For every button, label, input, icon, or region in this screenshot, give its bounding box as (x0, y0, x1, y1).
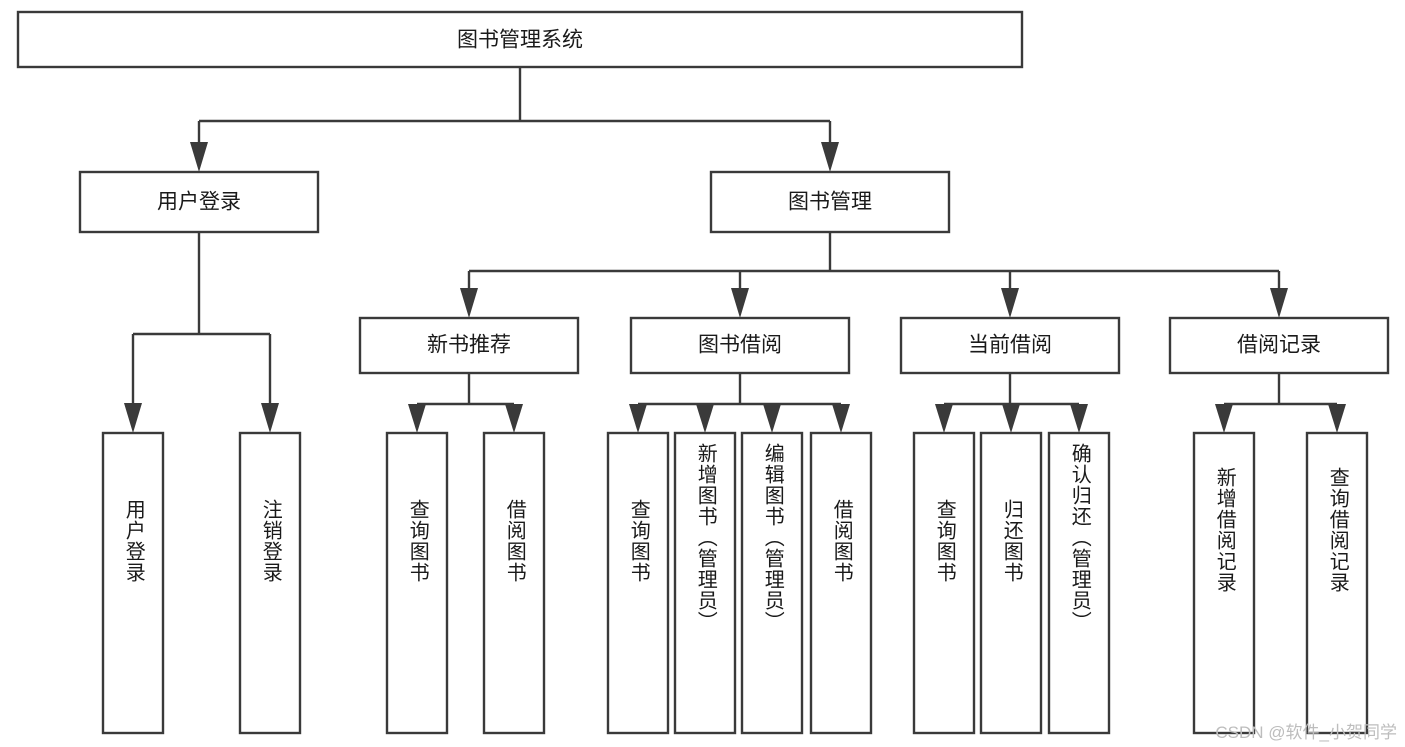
node-leaf-query-book-1-box[interactable] (385, 431, 449, 735)
node-leaf-query-book-2-box[interactable] (606, 431, 670, 735)
arrowhead-leaf-confirm-return (1070, 404, 1088, 433)
connectors-layer (124, 67, 1346, 433)
node-book-management-box[interactable] (709, 170, 951, 234)
arrowhead-leaf-query-book-1 (408, 404, 426, 433)
nodes-layer: 图书管理系统 用户登录 图书管理 新书推荐 图书借阅 当前借阅 借阅记录 (16, 10, 1390, 735)
node-leaf-user-logout-box[interactable] (238, 431, 302, 735)
node-book-borrow-box[interactable] (629, 316, 851, 375)
arrowhead-new-book-recommend (460, 288, 478, 318)
arrowhead-leaf-return-book (1002, 404, 1020, 433)
arrowhead-leaf-borrow-book-1 (505, 404, 523, 433)
arrowhead-leaf-edit-book (763, 404, 781, 433)
node-book-management-label: 图书管理 (788, 191, 872, 214)
arrowhead-user-login (190, 142, 208, 172)
node-leaf-query-record-box[interactable] (1305, 431, 1369, 735)
node-book-borrow-label: 图书借阅 (698, 334, 782, 357)
arrowhead-leaf-user-logout (261, 403, 279, 433)
arrowhead-leaf-add-record (1215, 404, 1233, 433)
node-leaf-return-book-box[interactable] (979, 431, 1043, 735)
node-current-borrow-label: 当前借阅 (968, 334, 1052, 357)
node-leaf-add-record-box[interactable] (1192, 431, 1256, 735)
node-current-borrow-box[interactable] (899, 316, 1121, 375)
arrowhead-book-borrow (731, 288, 749, 318)
node-user-login-label: 用户登录 (157, 191, 241, 214)
arrowhead-leaf-borrow-book-2 (832, 404, 850, 433)
arrowhead-leaf-add-book (696, 404, 714, 433)
node-leaf-user-login-box[interactable] (101, 431, 165, 735)
node-leaf-borrow-book-2-box[interactable] (809, 431, 873, 735)
node-leaf-query-book-3-box[interactable] (912, 431, 976, 735)
arrowhead-current-borrow (1001, 288, 1019, 318)
node-user-login-box[interactable] (78, 170, 320, 234)
node-root-label: 图书管理系统 (457, 29, 583, 52)
csdn-watermark: CSDN @软件_小贺同学 (1215, 723, 1397, 742)
node-borrow-record-label: 借阅记录 (1237, 334, 1321, 357)
arrowhead-leaf-query-book-2 (629, 404, 647, 433)
arrowhead-borrow-record (1270, 288, 1288, 318)
arrowhead-leaf-user-login (124, 403, 142, 433)
node-leaf-borrow-book-1-box[interactable] (482, 431, 546, 735)
arrowhead-book-management (821, 142, 839, 172)
node-leaf-add-book-box[interactable] (673, 431, 737, 735)
node-root-box[interactable] (16, 10, 1024, 69)
node-leaf-edit-book-box[interactable] (740, 431, 804, 735)
node-new-book-recommend-label: 新书推荐 (427, 334, 511, 357)
node-new-book-recommend-box[interactable] (358, 316, 580, 375)
arrowhead-leaf-query-record (1328, 404, 1346, 433)
arrowhead-leaf-query-book-3 (935, 404, 953, 433)
node-leaf-confirm-return-box[interactable] (1047, 431, 1111, 735)
node-borrow-record-box[interactable] (1168, 316, 1390, 375)
